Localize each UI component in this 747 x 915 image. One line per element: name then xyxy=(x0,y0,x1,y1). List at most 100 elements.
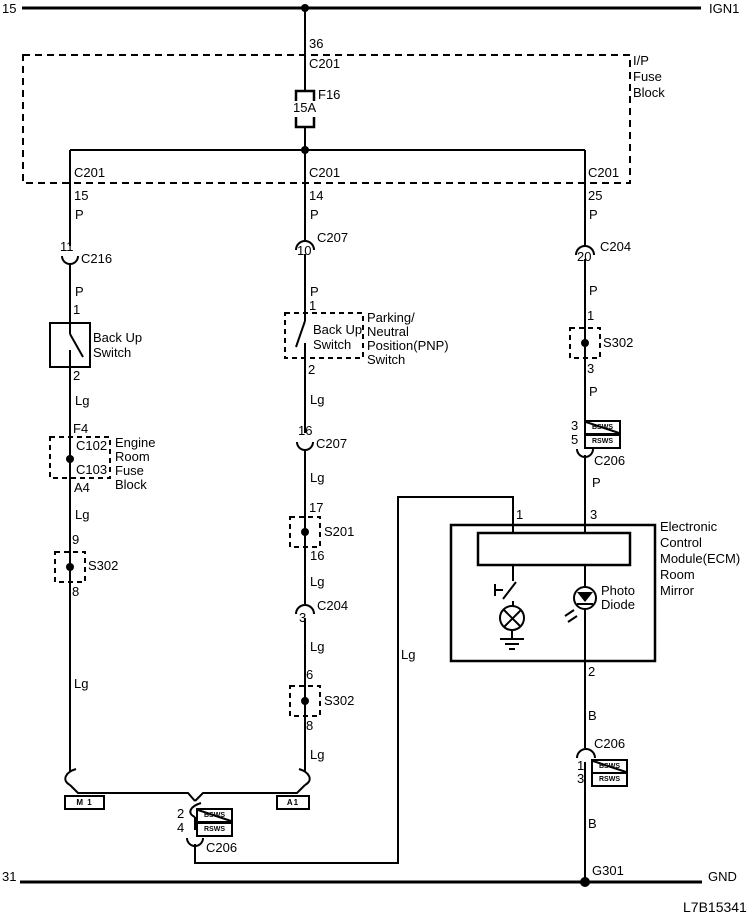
c216-name: C216 xyxy=(81,251,113,266)
s201-name: S201 xyxy=(324,524,355,539)
c216-pin: 11 xyxy=(60,239,74,254)
mid-wire7: Lg xyxy=(310,747,325,762)
variant-tag-rsws: RSWS xyxy=(196,822,233,837)
middle-branch-wires xyxy=(194,150,364,802)
right-wire1: P xyxy=(589,207,598,222)
c206-24-pin-b: 4 xyxy=(177,820,185,835)
wire-curl xyxy=(298,768,311,786)
ground-rail-name: GND xyxy=(708,869,737,884)
c206-35-pin-b: 5 xyxy=(571,432,579,447)
variant-tag-bsws: BSWS xyxy=(584,420,621,435)
right-wire2: P xyxy=(589,283,598,298)
c204-3-pin: 3 xyxy=(299,610,307,625)
right-wire3: P xyxy=(589,384,598,399)
c207-16-name: C207 xyxy=(316,436,348,451)
ipfb-name: I/P Fuse Block xyxy=(633,53,665,100)
tag-m1: M 1 xyxy=(64,795,105,810)
center-jumper-wires xyxy=(186,496,514,864)
c206-35-name: C206 xyxy=(594,453,626,468)
s302-right-pin-in: 1 xyxy=(587,308,595,323)
right-pin: 25 xyxy=(588,188,603,203)
c206-13-name: C206 xyxy=(594,736,626,751)
connector-c216-symbol xyxy=(61,255,79,265)
ipfb-pin: 36 xyxy=(309,36,324,51)
right-c201: C201 xyxy=(588,165,620,180)
c206-24-name: C206 xyxy=(206,840,238,855)
left-branch-wires xyxy=(49,150,196,802)
jumper-wire-color: Lg xyxy=(401,647,416,662)
tag-a1: A1 xyxy=(276,795,310,810)
mid-wire4: Lg xyxy=(310,470,325,485)
ground-rail-circuit: 31 xyxy=(2,869,17,884)
connector-c207-16-symbol xyxy=(296,441,314,451)
mid-wire3: Lg xyxy=(310,392,325,407)
s302-left-name: S302 xyxy=(88,558,119,573)
power-rail-line xyxy=(22,4,701,92)
s302-left-pin-in: 9 xyxy=(72,532,80,547)
c206-13-pin-a: 1 xyxy=(577,758,585,773)
left-wire1: P xyxy=(75,207,84,222)
wire-curl xyxy=(189,802,202,818)
c207-10-pin: 10 xyxy=(297,243,312,258)
s201-pin-out: 16 xyxy=(310,548,325,563)
s201-pin-in: 17 xyxy=(309,500,324,515)
right-wire4: P xyxy=(592,475,601,490)
c206-35-pin-a: 3 xyxy=(571,418,579,433)
c204-20-pin: 20 xyxy=(577,249,592,264)
pnp-switch-desc: Parking/ Neutral Position(PNP) Switch xyxy=(367,310,449,367)
c204-20-name: C204 xyxy=(600,239,632,254)
switch-blade xyxy=(502,581,517,600)
s302-mid-pin-out: 8 xyxy=(306,718,314,733)
photo-diode-label: Photo Diode xyxy=(601,583,635,612)
erfb-c102: C102 xyxy=(76,438,108,453)
backup-switch-pin-out: 2 xyxy=(73,368,81,383)
s302-right-name: S302 xyxy=(603,335,634,350)
erfb-name: Engine Room Fuse Block xyxy=(115,435,156,492)
left-wire3: Lg xyxy=(75,393,90,408)
connector-c204-20-symbol xyxy=(575,245,595,256)
s302-left-pin-out: 8 xyxy=(72,584,80,599)
pnp-pin-in: 1 xyxy=(309,298,317,313)
mid-wire5: Lg xyxy=(310,574,325,589)
right-branch-wires xyxy=(569,150,601,525)
fuse-rating: 15A xyxy=(293,100,317,115)
c207-16-pin: 16 xyxy=(298,423,313,438)
connector-c204-3-symbol xyxy=(295,604,315,615)
ipfb-connector: C201 xyxy=(309,56,341,71)
c206-13-pin-b: 3 xyxy=(577,771,585,786)
ecm-pin-3: 3 xyxy=(590,507,598,522)
right-wire5: B xyxy=(588,708,597,723)
right-wire6: B xyxy=(588,816,597,831)
engine-room-fuse-block-box xyxy=(49,436,111,479)
erfb-pin-in: F4 xyxy=(73,421,89,436)
mid-c201: C201 xyxy=(309,165,341,180)
wire-curl xyxy=(64,768,77,786)
backup-switch-pin-in: 1 xyxy=(73,302,81,317)
s302-right-pin-out: 3 xyxy=(587,361,595,376)
erfb-pin-out: A4 xyxy=(74,480,90,495)
ip-fuse-block-box xyxy=(22,54,631,184)
variant-tag-rsws: RSWS xyxy=(584,434,621,449)
left-wire4: Lg xyxy=(75,507,90,522)
pnp-pin-out: 2 xyxy=(308,362,316,377)
left-wire2: P xyxy=(75,284,84,299)
pnp-switch-name: Back Up Switch xyxy=(313,322,363,352)
variant-tag-rsws: RSWS xyxy=(591,772,628,787)
fuse-name: F16 xyxy=(318,87,341,102)
mid-wire1: P xyxy=(310,207,319,222)
ecm-room-mirror xyxy=(449,523,657,663)
right-branch-lower-wires xyxy=(576,661,596,887)
erfb-c103: C103 xyxy=(76,462,108,477)
mid-pin: 14 xyxy=(309,188,324,203)
mid-wire6: Lg xyxy=(310,639,325,654)
ecm-name: Electronic Control Module(ECM) Room Mirr… xyxy=(660,519,741,598)
ground-point-g301: G301 xyxy=(592,863,624,878)
power-rail-name: IGN1 xyxy=(709,1,740,16)
c204-3-name: C204 xyxy=(317,598,349,613)
left-pin: 15 xyxy=(74,188,89,203)
c206-24-pin-a: 2 xyxy=(177,806,185,821)
s302-mid-pin-in: 6 xyxy=(306,667,314,682)
ecm-pin-2: 2 xyxy=(588,664,596,679)
variant-tag-bsws: BSWS xyxy=(196,808,233,823)
